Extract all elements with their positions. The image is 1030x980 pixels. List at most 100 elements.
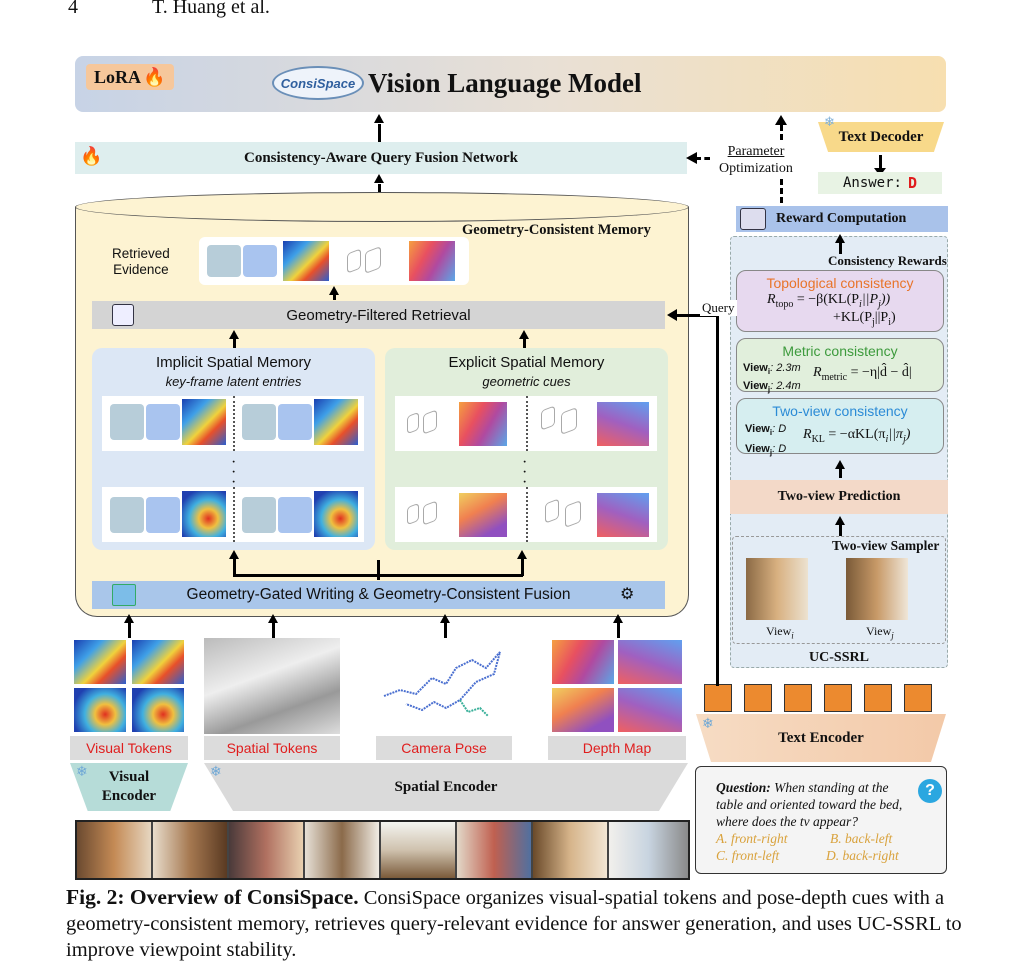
retrieval-label: Geometry-Filtered Retrieval — [286, 306, 471, 324]
twoview-formula: RKL = −αKL(πi||πj) — [803, 427, 911, 445]
query-label: Query — [700, 300, 737, 316]
text-encoder-label: Text Encoder — [778, 729, 864, 746]
answer-box: Answer: D — [818, 172, 942, 194]
network-icon: ⚙ — [620, 586, 635, 603]
view-i-image — [746, 558, 808, 620]
spatial-encoder: Spatial Encoder — [204, 763, 688, 811]
view-j-text: View — [866, 624, 892, 638]
retrieved-line2: Evidence — [113, 262, 169, 277]
param-opt-label: Parameter Optimization — [710, 142, 802, 178]
snowflake-icon: ❄ — [210, 765, 222, 780]
question-box: Question: When standing at the table and… — [695, 766, 947, 874]
option-d: D. back-right — [826, 848, 899, 863]
ellipsis: ··· — [522, 454, 528, 491]
caption-label: Fig. 2: Overview of ConsiSpace. — [66, 885, 359, 909]
text-token — [904, 684, 932, 712]
geometry-gated-writing: Geometry-Gated Writing & Geometry-Consis… — [92, 581, 665, 609]
metric-formula: Rmetric = −η|d̂ − d̂| — [813, 365, 912, 383]
reward-computation-label: Reward Computation — [776, 211, 907, 226]
visual-encoder-line2: Encoder — [101, 788, 157, 804]
question-body: When standing at the table and oriented … — [716, 780, 903, 829]
implicit-title: Implicit Spatial Memory — [155, 354, 312, 371]
metric-view-i: View — [743, 362, 768, 374]
answer-value: D — [907, 174, 918, 192]
topo-line2: +KL(Pj||Pi) — [833, 310, 896, 328]
spatial-tokens-image — [204, 638, 340, 734]
question-text: Question: When standing at the table and… — [716, 779, 906, 830]
metric-views: Viewi: 2.3m Viewj: 2.4m — [743, 362, 801, 395]
twoview-sub: KL — [811, 433, 825, 445]
answer-label: Answer: — [842, 175, 902, 191]
two-view-sampler — [732, 536, 946, 644]
retrieved-evidence-label: Retrieved Evidence — [112, 246, 170, 278]
explicit-spatial-memory: Explicit Spatial Memory geometric cues ·… — [385, 348, 668, 550]
heatmap-thumbnail — [283, 241, 329, 281]
vlm-title: Vision Language Model — [368, 68, 642, 98]
search-window-icon — [112, 304, 134, 326]
snowflake-icon: ❄ — [824, 114, 835, 129]
text-token — [704, 684, 732, 712]
uc-ssrl-label: UC-SSRL — [809, 650, 869, 665]
explicit-subtitle: geometric cues — [482, 374, 571, 389]
view-i-caption: Viewi — [766, 624, 794, 641]
depth-map-image — [548, 638, 686, 734]
ellipsis: ··· — [231, 454, 237, 491]
flame-icon: 🔥 — [143, 66, 166, 87]
topo-title: Topological consistency — [766, 275, 914, 291]
retrieved-line1: Retrieved — [112, 246, 170, 261]
visual-encoder: Visual Encoder — [70, 763, 188, 811]
text-token — [824, 684, 852, 712]
metric-R: R — [813, 365, 822, 380]
text-encoder: Text Encoder — [696, 714, 946, 762]
depth-thumbnail — [409, 241, 455, 281]
twoview-view-i: View — [745, 423, 770, 435]
explicit-title: Explicit Spatial Memory — [448, 354, 605, 371]
topo-formula: Rtopo = −β(KL(Pi||Pj)) — [767, 292, 891, 310]
topological-consistency: Topological consistency Rtopo = −β(KL(Pi… — [736, 270, 944, 332]
snowflake-icon: ❄ — [702, 717, 714, 732]
option-a: A. front-right — [716, 831, 788, 846]
text-token — [784, 684, 812, 712]
depth-map-label: Depth Map — [548, 736, 686, 760]
twoview-view-i-val: : D — [772, 423, 787, 435]
view-j-image — [846, 558, 908, 620]
question-icon: ? — [918, 779, 942, 803]
visual-tokens-image — [70, 638, 188, 736]
text-decoder: Text Decoder — [818, 122, 944, 152]
text-token — [864, 684, 892, 712]
metric-consistency: Metric consistency Viewi: 2.3m Viewj: 2.… — [736, 338, 944, 394]
implicit-spatial-memory: Implicit Spatial Memory key-frame latent… — [92, 348, 375, 550]
page-number: 4 — [68, 0, 78, 18]
lora-badge: LoRA 🔥 — [86, 64, 174, 90]
two-view-prediction: Two-view Prediction — [730, 480, 948, 514]
twoview-rest: = −αKL(π — [824, 427, 886, 442]
fusion-network-label: Consistency-Aware Query Fusion Network — [243, 149, 518, 166]
caption-text: ConsiSpace organizes visual-spatial toke… — [66, 887, 962, 961]
topo-rest: = −β(KL(P — [793, 292, 860, 307]
vision-language-model-bar — [75, 56, 946, 112]
param-opt-line2: Optimization — [719, 161, 793, 176]
figure-caption: Fig. 2: Overview of ConsiSpace. ConsiSpa… — [66, 884, 966, 963]
metric-view-i-val: : 2.3m — [770, 362, 801, 374]
view-j-caption: Viewj — [866, 624, 894, 641]
camera-pose-image — [376, 638, 512, 734]
spatial-encoder-label: Spatial Encoder — [394, 778, 498, 795]
write-icon — [112, 584, 136, 606]
text-decoder-label: Text Decoder — [838, 128, 924, 145]
metric-view-j-val: : 2.4m — [770, 380, 801, 393]
twoview-view-j: View — [745, 443, 770, 456]
writing-label: Geometry-Gated Writing & Geometry-Consis… — [186, 586, 571, 603]
consispace-logo: ConsiSpace — [272, 66, 364, 100]
lora-label: LoRA — [94, 66, 142, 87]
two-view-sampler-label: Two-view Sampler — [832, 538, 940, 553]
topo-R: R — [767, 292, 776, 307]
topo-sub: topo — [775, 298, 794, 310]
two-view-prediction-label: Two-view Prediction — [777, 489, 901, 504]
consistency-rewards-title: Consistency Rewards — [828, 253, 947, 268]
view-i-text: View — [766, 624, 792, 638]
snowflake-icon: ❄ — [76, 765, 88, 780]
topo-line2-text: +KL(P — [833, 310, 873, 325]
spatial-tokens-label: Spatial Tokens — [204, 736, 340, 760]
text-token — [744, 684, 772, 712]
metric-sub: metric — [821, 371, 848, 383]
